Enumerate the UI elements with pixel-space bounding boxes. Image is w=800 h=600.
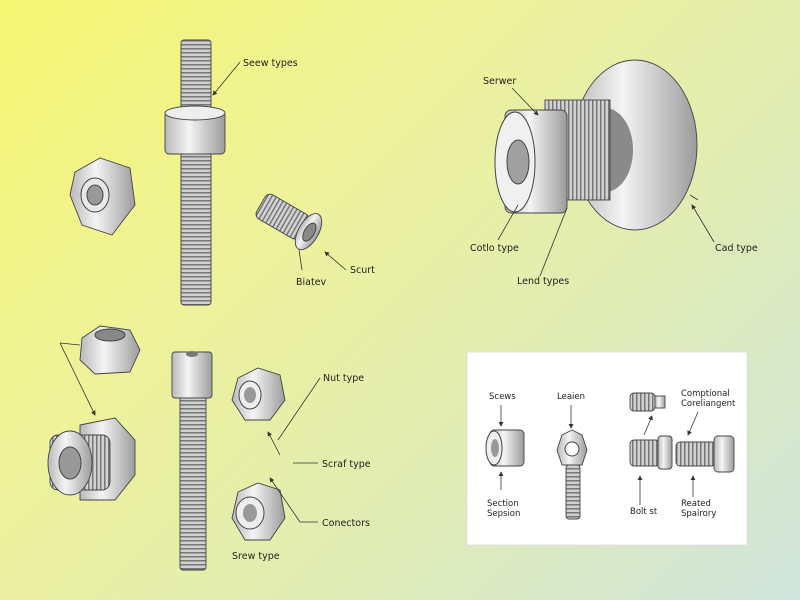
panel-label-bolt: Bolt st [630, 507, 658, 517]
panel-label-sepsion: Sepsion [487, 509, 520, 519]
label-biatev: Biatev [296, 277, 327, 288]
hex-nut-bottom [79, 325, 141, 375]
label-cad-type: Cad type [715, 243, 758, 254]
threaded-rod-bottom [171, 351, 213, 571]
threaded-rod-top [164, 39, 226, 306]
leader-line [539, 207, 568, 277]
panel-collar [485, 429, 525, 467]
leader-line [511, 87, 539, 116]
leader-line [212, 61, 241, 96]
panel-label-scews: Scews [489, 392, 516, 402]
panel-cap-screw [675, 435, 735, 473]
label-lend-types: Lend types [517, 276, 569, 287]
panel-bolt [629, 435, 673, 470]
panel-eye-bolt [556, 429, 588, 520]
label-serwer: Serwer [483, 76, 516, 87]
leader-line [497, 204, 519, 241]
panel-set-screw [629, 392, 666, 412]
leader-line [59, 342, 95, 415]
small-screw [255, 193, 323, 251]
nut-lower [231, 482, 286, 541]
label-scraf-type: Scraf type [322, 459, 371, 470]
hex-nut-left [69, 157, 136, 236]
inset-panel: Scews Leaien Comptional Coreliangent Sec… [466, 351, 748, 546]
leader-line [324, 251, 347, 271]
leader-line [691, 204, 715, 243]
label-cotlo-type: Cotlo type [470, 243, 519, 254]
label-nut-type: Nut type [323, 373, 364, 384]
leader-line [267, 431, 281, 456]
panel-label-section: Section [487, 499, 519, 509]
label-conectors: Conectors [322, 518, 370, 529]
nut-upper [231, 367, 286, 421]
label-screw-types: Seew types [243, 58, 298, 69]
panel-label-spairory: Spairory [681, 509, 716, 519]
flanged-fitting [494, 59, 699, 231]
panel-label-leaien: Leaien [557, 392, 585, 402]
label-srew-type: Srew type [232, 551, 280, 562]
panel-label-reated: Reated [681, 499, 711, 509]
panel-label-coreliangent: Coreliangent [681, 399, 736, 409]
threaded-fitting [47, 417, 136, 501]
panel-label-comptional: Comptional [681, 389, 730, 399]
leader-line [277, 377, 321, 441]
leader-line [269, 477, 318, 523]
label-scurt: Scurt [350, 265, 375, 276]
leader-line [298, 249, 303, 271]
